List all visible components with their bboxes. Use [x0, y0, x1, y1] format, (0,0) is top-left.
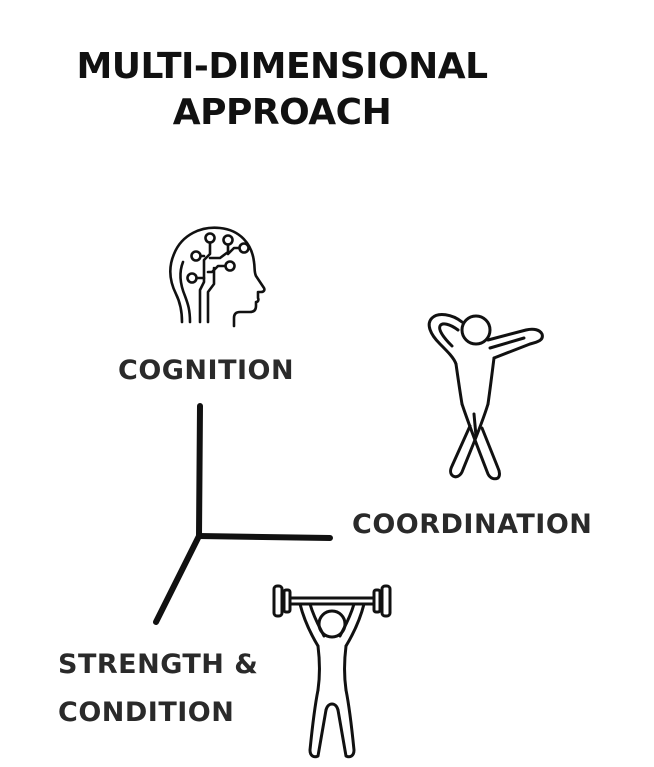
title-line-1: MULTI-DIMENSIONAL: [76, 46, 488, 87]
diagonal-axis: [153, 533, 202, 625]
title-line-2: APPROACH: [172, 92, 392, 133]
three-axis-diagram: [153, 403, 333, 625]
diagram-title: MULTI-DIMENSIONAL APPROACH: [0, 44, 564, 136]
vertical-axis: [196, 403, 203, 539]
brain-head-icon: [169, 226, 266, 328]
horizontal-axis: [196, 533, 333, 541]
cognition-label: COGNITION: [118, 355, 295, 386]
strength-label-line-1: STRENGTH &: [58, 649, 259, 680]
coordination-label: COORDINATION: [352, 509, 593, 540]
strength-label-line-2: CONDITION: [58, 697, 235, 728]
dancing-figure-icon: [427, 313, 544, 481]
weightlifter-icon: [272, 584, 392, 759]
strength-condition-label: STRENGTH & CONDITION: [58, 641, 258, 737]
